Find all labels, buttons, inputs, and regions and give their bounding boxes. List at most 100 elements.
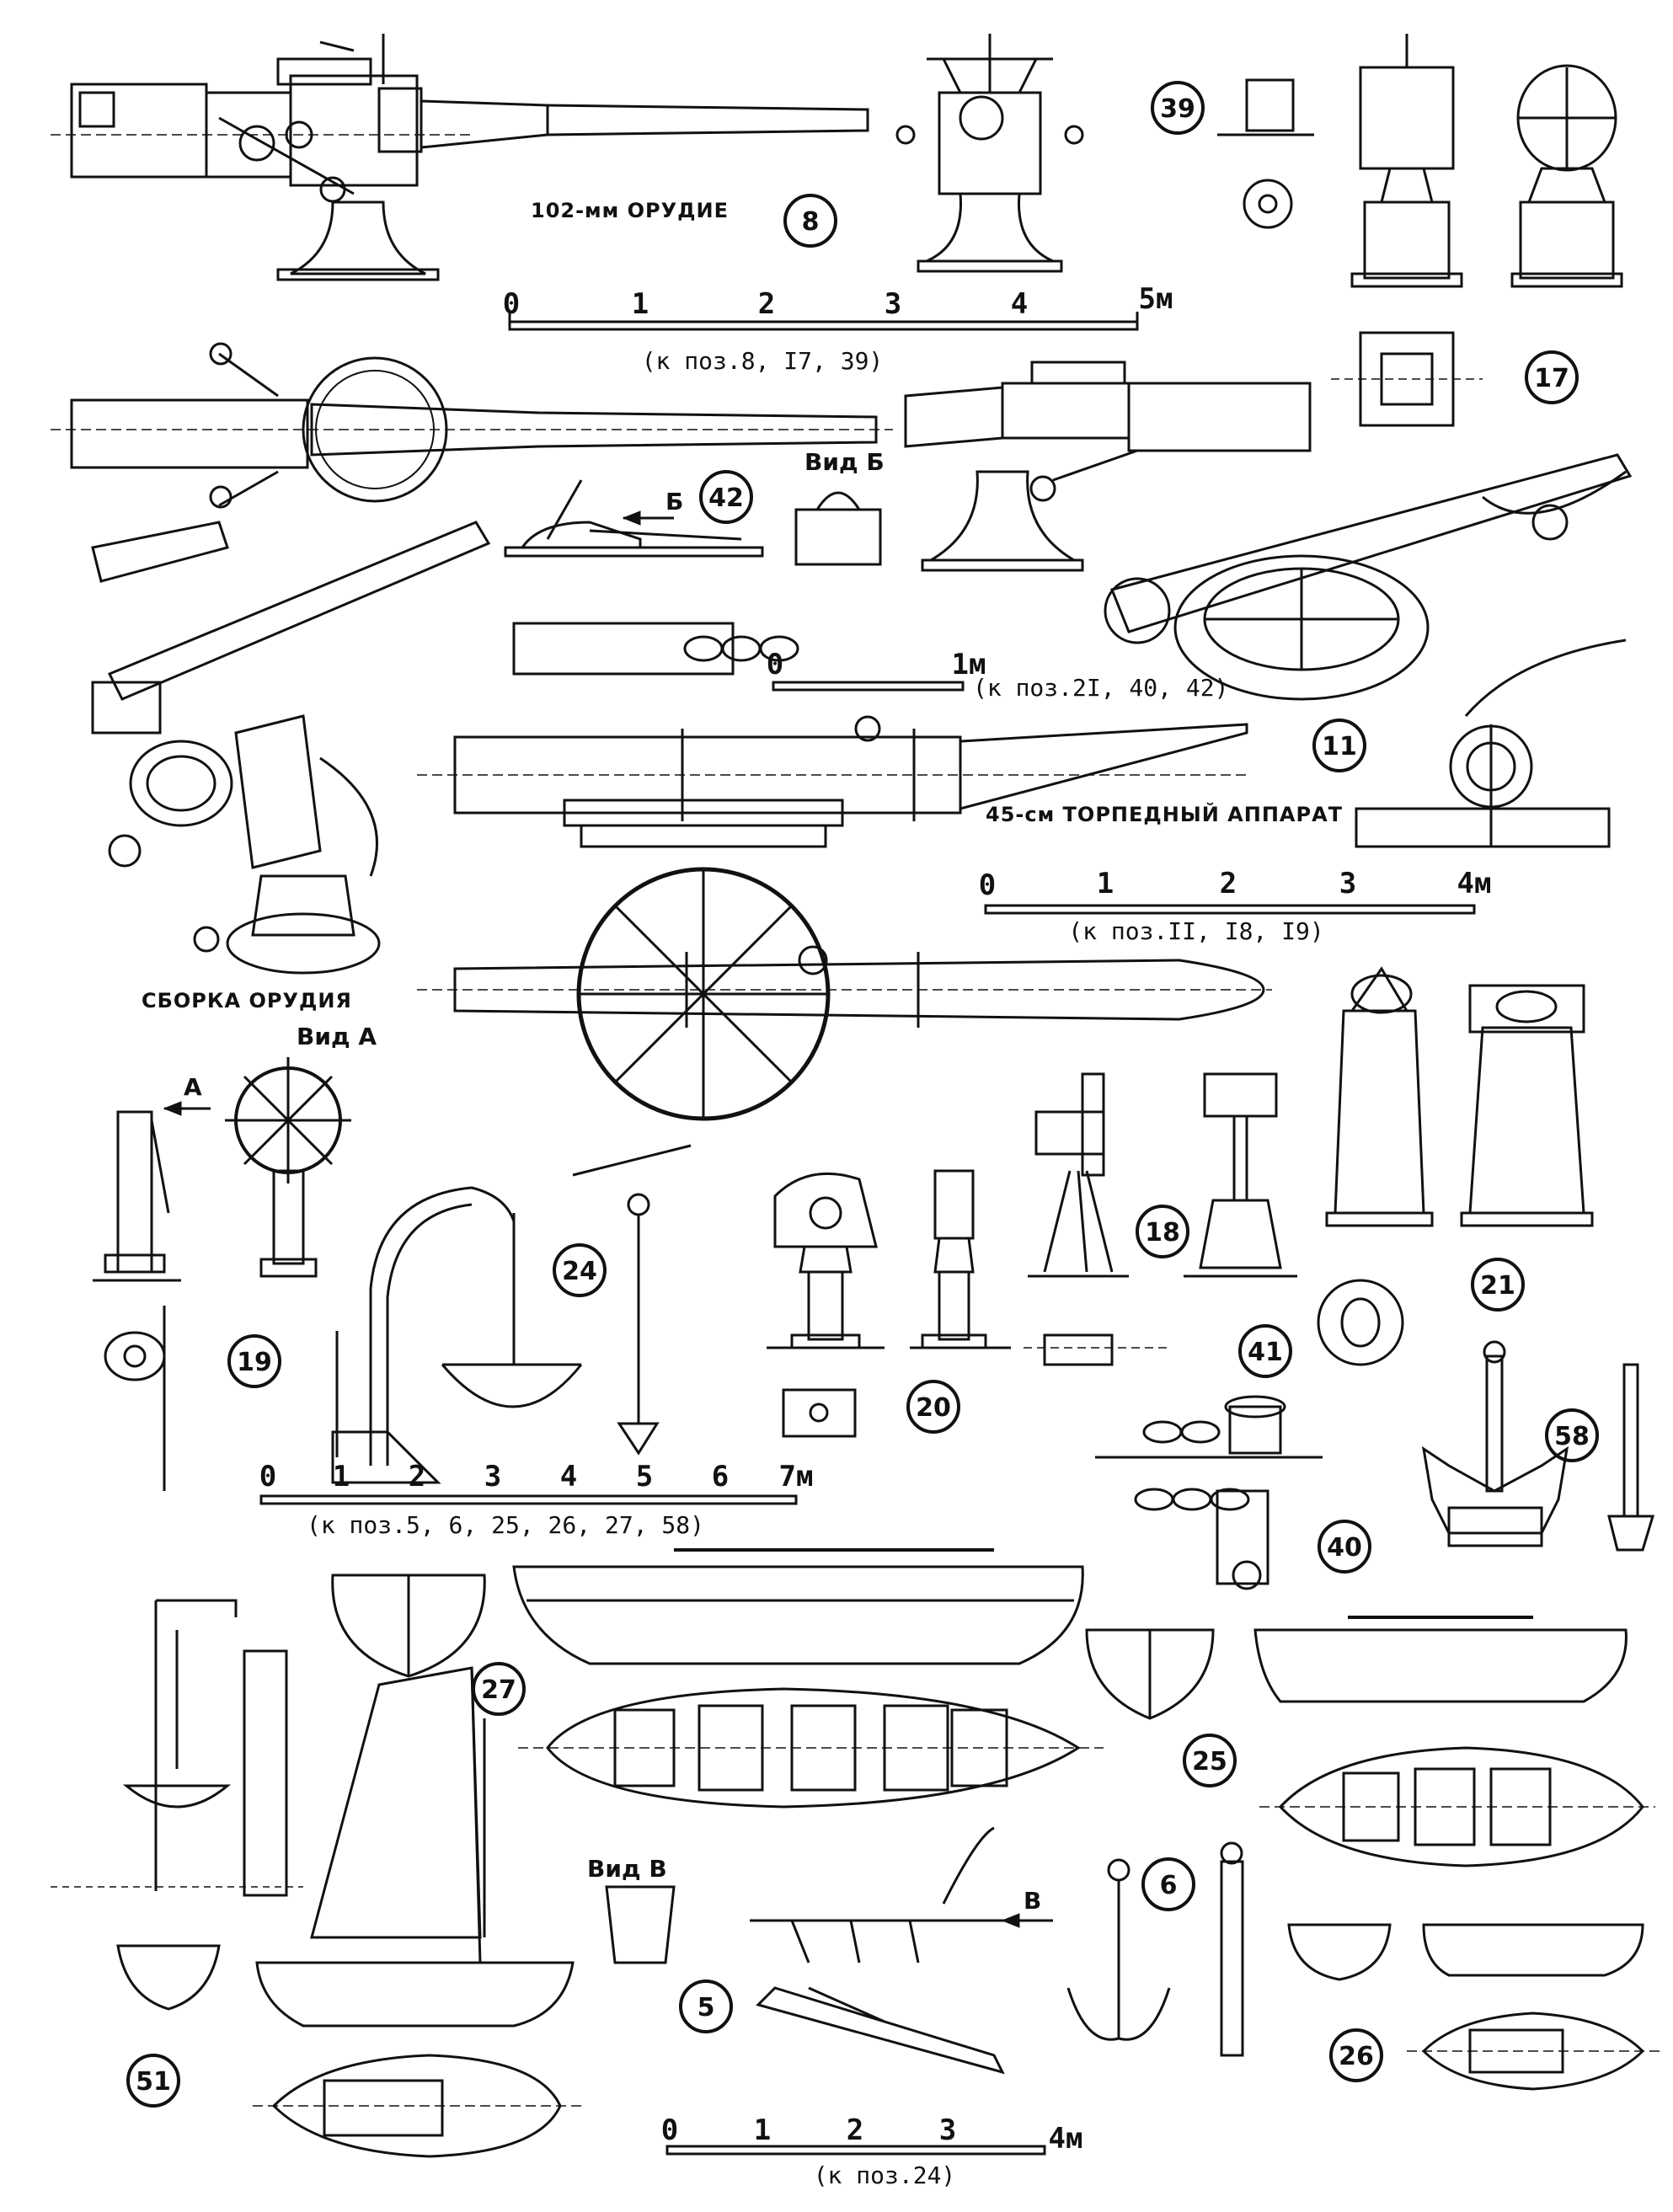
- svg-text:51: 51: [136, 2067, 171, 2097]
- torpedo-tube-front-view: [1355, 724, 1611, 848]
- svg-text:3: 3: [939, 2113, 956, 2147]
- svg-text:18: 18: [1145, 1218, 1180, 1248]
- scale-bar-1: 0 1 2 3 4 5м (к поз.8, I7, 39): [503, 282, 1173, 375]
- svg-text:0: 0: [259, 1460, 276, 1493]
- svg-text:25: 25: [1192, 1747, 1227, 1777]
- badge-18: 18: [1136, 1205, 1189, 1258]
- svg-text:40: 40: [1327, 1533, 1362, 1563]
- svg-text:20: 20: [916, 1393, 951, 1423]
- badge-26: 26: [1329, 2028, 1383, 2082]
- admiralty-anchor-drawing: [1066, 1841, 1244, 2057]
- svg-text:2: 2: [847, 2113, 863, 2147]
- badge-5: 5: [679, 1980, 733, 2033]
- gun-102mm-side-view: [51, 34, 869, 281]
- gun-102mm-caption: 102-мм ОРУДИЕ: [531, 199, 729, 222]
- badge-20: 20: [906, 1380, 960, 1434]
- steering-wheel-drawing: [93, 1057, 351, 1491]
- scale-bar-2: 0 1м (к поз.2I, 40, 42): [767, 648, 1229, 702]
- gun-assembly-caption: СБОРКА ОРУДИЯ: [142, 989, 352, 1012]
- svg-text:5: 5: [698, 1993, 715, 2022]
- view-a-arrow: А: [163, 1073, 211, 1116]
- svg-text:6: 6: [1160, 1871, 1178, 1900]
- view-b-label: Вид Б: [804, 448, 885, 476]
- badge-24: 24: [553, 1243, 607, 1297]
- svg-text:41: 41: [1248, 1338, 1283, 1367]
- svg-text:В: В: [1024, 1887, 1041, 1915]
- scale-bar-3: 0 1 2 3 4м (к поз.II, I8, I9): [979, 867, 1492, 945]
- badge-58: 58: [1545, 1408, 1599, 1462]
- svg-text:(к поз.2I, 40, 42): (к поз.2I, 40, 42): [973, 674, 1228, 702]
- svg-text:5: 5: [636, 1460, 653, 1493]
- scale-bar-5: 0 1 2 3 4м (к поз.24): [661, 2113, 1083, 2189]
- svg-text:27: 27: [481, 1675, 516, 1705]
- svg-text:4: 4: [1011, 287, 1028, 321]
- boat-26-drawing: [1287, 1923, 1660, 2091]
- badge-25: 25: [1183, 1734, 1237, 1787]
- svg-text:1: 1: [333, 1460, 350, 1493]
- svg-text:26: 26: [1339, 2042, 1374, 2071]
- badge-19: 19: [227, 1334, 281, 1388]
- svg-text:0: 0: [767, 648, 783, 681]
- svg-text:4: 4: [560, 1460, 577, 1493]
- engine-telegraph-drawing: [767, 1169, 1011, 1438]
- davit-drawing: [331, 1144, 692, 1484]
- svg-text:1: 1: [754, 2113, 771, 2147]
- view-b-arrow: Б: [622, 488, 683, 526]
- svg-text:Б: Б: [665, 488, 683, 516]
- svg-text:6: 6: [712, 1460, 729, 1493]
- badge-41: 41: [1238, 1324, 1292, 1378]
- dinghy-51-drawing: [51, 1599, 581, 2158]
- svg-text:42: 42: [708, 484, 744, 513]
- bollard-drawing: [1095, 1395, 1323, 1459]
- svg-text:17: 17: [1534, 364, 1569, 393]
- svg-text:0: 0: [979, 868, 996, 902]
- badge-8: 8: [783, 194, 837, 248]
- svg-text:1: 1: [632, 287, 649, 321]
- torpedo-tube-side-view: [417, 715, 1248, 848]
- svg-text:(к поз.II, I8, I9): (к поз.II, I8, I9): [1068, 917, 1323, 945]
- svg-text:4м: 4м: [1457, 867, 1492, 900]
- torpedo-director-drawing: [1024, 1072, 1297, 1366]
- badge-51: 51: [126, 2054, 180, 2108]
- svg-text:8: 8: [802, 207, 820, 237]
- svg-text:7м: 7м: [779, 1460, 814, 1493]
- svg-text:3: 3: [484, 1460, 501, 1493]
- badge-11: 11: [1312, 719, 1366, 772]
- badge-40: 40: [1318, 1520, 1371, 1574]
- gun-assembly-exploded: [91, 521, 491, 975]
- boat-chock-drawing: [605, 1826, 1036, 2075]
- hawse-stopper-drawing: [1134, 1488, 1269, 1590]
- badge-17: 17: [1525, 350, 1579, 404]
- scale-bar-4: 0 1 2 3 4 5 6 7м (к поз.5, 6, 25, 26, 27…: [259, 1460, 814, 1539]
- svg-text:1: 1: [1097, 867, 1114, 900]
- chain-stopper-drawing: [504, 479, 882, 676]
- svg-text:24: 24: [562, 1257, 597, 1286]
- svg-text:1м: 1м: [952, 648, 986, 681]
- svg-text:0: 0: [661, 2113, 678, 2147]
- svg-text:0: 0: [503, 287, 520, 321]
- view-v-label: Вид В: [587, 1855, 667, 1883]
- svg-text:19: 19: [237, 1348, 272, 1377]
- badge-39: 39: [1151, 81, 1205, 135]
- svg-text:3: 3: [885, 287, 901, 321]
- svg-text:4м: 4м: [1049, 2122, 1083, 2156]
- gun-plan-view: [51, 342, 893, 509]
- svg-text:(к поз.24): (к поз.24): [814, 2161, 956, 2189]
- badge-27: 27: [472, 1662, 526, 1716]
- badge-42: 42: [699, 470, 753, 524]
- view-v-arrow: В: [1001, 1887, 1053, 1928]
- pedestal-drawing: [1317, 966, 1594, 1366]
- boat-25-drawing: [1085, 1616, 1655, 1867]
- torpedo-tube-rotating-view: [1104, 453, 1633, 717]
- lifeboat-27-drawing: [331, 1548, 1104, 1809]
- svg-text:21: 21: [1480, 1271, 1515, 1301]
- svg-text:5м: 5м: [1139, 282, 1173, 316]
- searchlight-drawing: [1331, 34, 1623, 427]
- svg-text:2: 2: [409, 1460, 425, 1493]
- svg-text:2: 2: [758, 287, 775, 321]
- badge-21: 21: [1471, 1258, 1525, 1312]
- capstan-drawing: [1217, 78, 1314, 229]
- svg-text:39: 39: [1160, 94, 1195, 124]
- torpedo-tube-plan-view: [417, 867, 1272, 1121]
